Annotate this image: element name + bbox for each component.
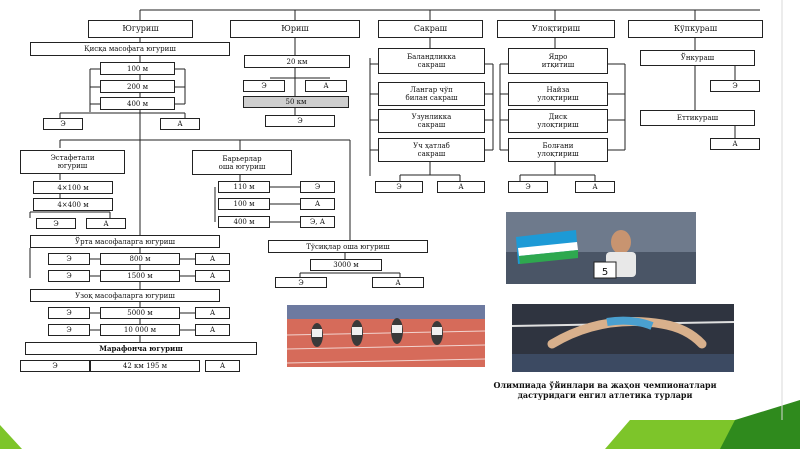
long-dist-10000: 10 000 м [100,324,180,336]
walking-20-sex-female: А [305,80,347,92]
short-item-200: 200 м [100,80,175,93]
middle-dist-1500: 1500 м [100,270,180,282]
short-item-400: 400 м [100,97,175,110]
long-sex2-5000: А [195,307,230,319]
heptathlon: Еттикураш [640,110,755,126]
header-running: Югуриш [88,20,193,38]
throw-hammer: Болғани улоқтириш [508,138,608,162]
decathlon: Ўнкураш [640,50,755,66]
jump-triple: Уч ҳатлаб сакраш [378,138,485,162]
middle-sex-1500: Э [48,270,90,282]
walking-item-20: 20 км [244,55,350,68]
jump-sex-male: Э [375,181,423,193]
short-distance-label: Қисқа масофага югуриш [30,42,230,56]
hurdles-label: Барьерлар оша югуриш [192,150,292,175]
high-jump-photo [512,304,734,372]
hurdles-sex-100: А [300,198,335,210]
middle-distance-label: Ўрта масофаларга югуриш [30,235,220,248]
short-item-100: 100 м [100,62,175,75]
middle-sex-800: Э [48,253,90,265]
walking-50-sex: Э [265,115,335,127]
marathon-label: Марафонча югуриш [25,342,257,355]
runners-photo [287,305,485,367]
marathon-sex: Э [20,360,90,372]
relay-sex-female: А [86,218,126,229]
hurdles-dist-100: 100 м [218,198,270,210]
long-sex-5000: Э [48,307,90,319]
heptathlon-sex: А [710,138,760,150]
jump-long: Узунликка сакраш [378,109,485,133]
header-allround: Кўпкураш [628,20,763,38]
throw-javelin: Найза улоқтириш [508,82,608,106]
relay-item-4x400: 4×400 м [33,198,113,211]
long-sex2-10000: А [195,324,230,336]
relay-item-4x100: 4×100 м [33,181,113,194]
jump-high: Баландликка сакраш [378,48,485,74]
header-jumping: Сакраш [378,20,483,38]
relay-label: Эстафетали югуриш [20,150,125,174]
middle-sex2-800: А [195,253,230,265]
hurdles-sex-400: Э, А [300,216,335,228]
hurdles-sex-110: Э [300,181,335,193]
short-sex-male: Э [43,118,83,130]
jump-sex-female: А [437,181,485,193]
athlete-flag-photo: 5 [506,212,696,284]
throw-sex-male: Э [508,181,548,193]
header-throwing: Улоқтириш [497,20,615,38]
hurdles-dist-110: 110 м [218,181,270,193]
throw-sex-female: А [575,181,615,193]
marathon-dist: 42 км 195 м [90,360,200,372]
steeple-sex-male: Э [275,277,327,288]
middle-dist-800: 800 м [100,253,180,265]
hurdles-dist-400: 400 м [218,216,270,228]
caption: Олимпиада ўйинлари ва жаҳон чемпионатлар… [493,380,717,400]
throw-shot: Ядро итқитиш [508,48,608,74]
middle-sex2-1500: А [195,270,230,282]
steeple-sex-female: А [372,277,424,288]
long-dist-5000: 5000 м [100,307,180,319]
jump-pole: Лангар чўп билан сакраш [378,82,485,106]
relay-sex-male: Э [36,218,76,229]
header-walking: Юриш [230,20,360,38]
long-sex-10000: Э [48,324,90,336]
walking-20-sex-male: Э [243,80,285,92]
decathlon-sex: Э [710,80,760,92]
short-sex-female: А [160,118,200,130]
long-distance-label: Узоқ масофаларга югуриш [30,289,220,302]
walking-item-50: 50 км [243,96,349,108]
steeple-label: Тўсиқлар оша югуриш [268,240,428,253]
svg-text:5: 5 [602,267,608,278]
throw-discus: Диск улоқтириш [508,109,608,133]
marathon-sex2: А [205,360,240,372]
steeple-dist: 3000 м [310,259,382,271]
